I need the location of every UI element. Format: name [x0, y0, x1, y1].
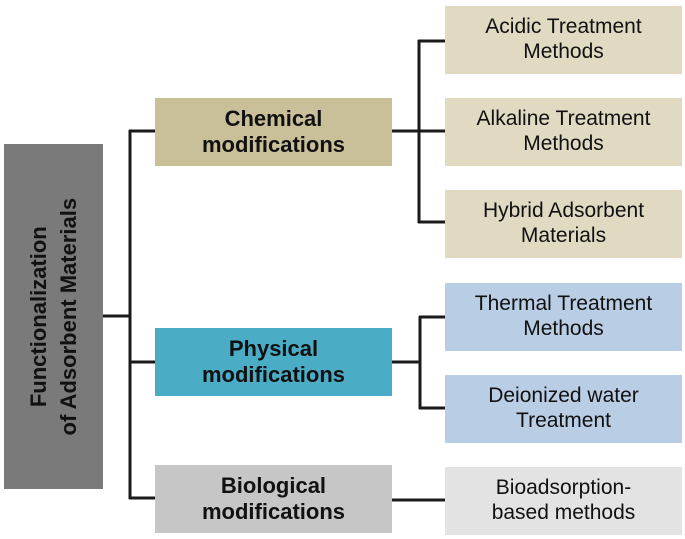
node-chemical-line2: modifications	[201, 132, 345, 157]
node-alkaline-line2: Methods	[523, 132, 604, 155]
node-physical-label: Physical modifications	[202, 336, 345, 388]
node-deionized-line1: Deionized water	[488, 384, 639, 408]
node-thermal-label: Thermal Treatment Methods	[475, 292, 652, 342]
node-thermal-line1: Thermal Treatment	[474, 292, 653, 316]
node-bioadsorption-line2: based methods	[491, 501, 636, 524]
node-acidic-line1: Acidic Treatment	[485, 15, 642, 39]
node-acidic-treatment: Acidic Treatment Methods	[445, 6, 682, 74]
node-alkaline-treatment: Alkaline Treatment Methods	[445, 98, 682, 166]
node-thermal-treatment: Thermal Treatment Methods	[445, 283, 682, 351]
node-hybrid-label: Hybrid Adsorbent Materials	[483, 199, 644, 249]
node-thermal-line2: Methods	[523, 317, 604, 340]
node-acidic-line2: Methods	[523, 40, 604, 63]
node-deionized-line2: Treatment	[516, 409, 611, 432]
node-chemical-modifications: Chemical modifications	[155, 98, 392, 166]
node-hybrid-adsorbent: Hybrid Adsorbent Materials	[445, 190, 682, 258]
node-physical-line2: modifications	[201, 362, 345, 387]
node-deionized-water: Deionized water Treatment	[445, 375, 682, 443]
node-biological-line1: Biological	[220, 473, 327, 499]
root-node: Functionalization of Adsorbent Materials	[4, 144, 103, 489]
node-biological-line2: modifications	[201, 499, 345, 524]
node-physical-line1: Physical	[228, 336, 319, 362]
node-bioadsorption: Bioadsorption- based methods	[445, 467, 682, 535]
node-hybrid-line2: Materials	[520, 224, 607, 247]
node-biological-label: Biological modifications	[202, 473, 345, 525]
node-bioadsorption-line1: Bioadsorption-	[495, 476, 632, 500]
node-hybrid-line1: Hybrid Adsorbent	[482, 199, 645, 223]
node-alkaline-line1: Alkaline Treatment	[476, 107, 651, 131]
node-alkaline-label: Alkaline Treatment Methods	[477, 107, 651, 157]
node-biological-modifications: Biological modifications	[155, 465, 392, 533]
root-label-line1: Functionalization	[25, 226, 51, 407]
node-chemical-line1: Chemical	[224, 106, 323, 132]
node-chemical-label: Chemical modifications	[202, 106, 345, 158]
root-label: Functionalization of Adsorbent Materials	[24, 198, 83, 436]
node-deionized-label: Deionized water Treatment	[488, 384, 639, 434]
root-label-line2: of Adsorbent Materials	[55, 197, 81, 436]
node-bioadsorption-label: Bioadsorption- based methods	[492, 476, 636, 526]
node-physical-modifications: Physical modifications	[155, 328, 392, 396]
node-acidic-label: Acidic Treatment Methods	[485, 15, 641, 65]
